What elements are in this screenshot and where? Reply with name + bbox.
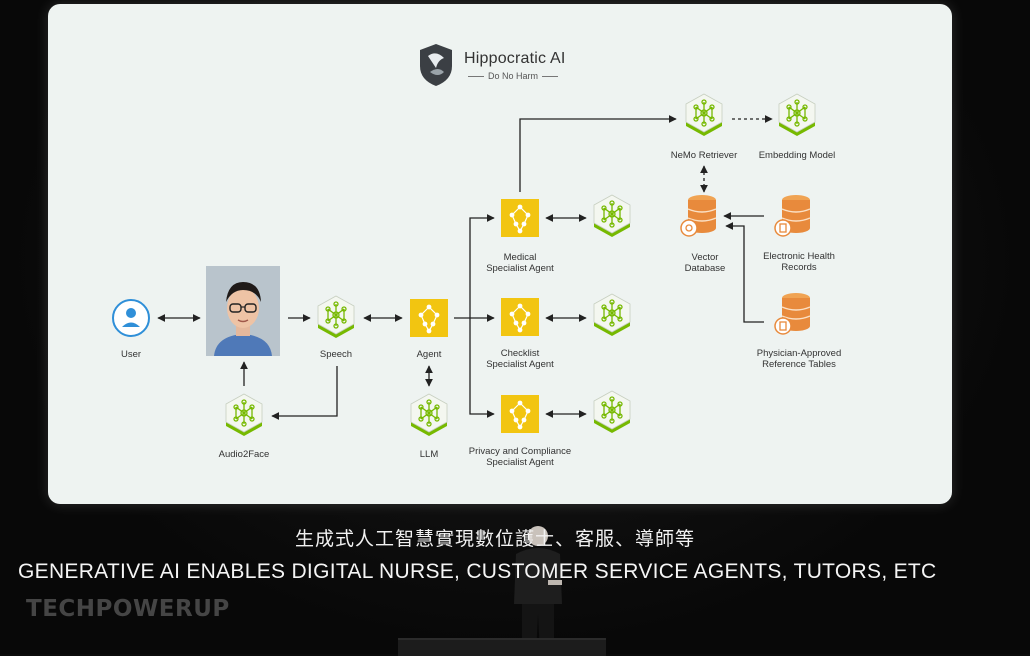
brand-tagline-row: Do No Harm	[464, 71, 562, 81]
label-line: Specialist Agent	[486, 359, 554, 370]
watermark-logo: TECHPOWERUP	[26, 596, 230, 622]
agent-label: Agent	[416, 349, 442, 360]
vector-db-label: Vector Database	[665, 252, 745, 274]
database-icon	[680, 195, 717, 237]
privacy-model-node	[592, 389, 632, 440]
label-line: Physician-Approved	[756, 348, 842, 359]
brand-tagline: Do No Harm	[488, 71, 539, 81]
label-line: Vector	[691, 252, 719, 263]
subtitle-chinese: 生成式人工智慧實現數位護士、客服、導師等	[294, 529, 695, 550]
medical-agent-node	[501, 199, 539, 242]
audio2face-node	[224, 392, 264, 443]
nvidia-model-icon	[225, 393, 263, 436]
brand-logo: Hippocratic AI Do No Harm	[416, 38, 616, 94]
medical-agent-label: Medical Specialist Agent	[460, 252, 580, 274]
label-line: Privacy and Compliance	[468, 446, 572, 457]
nvidia-model-icon	[593, 293, 631, 336]
embedding-model-node	[777, 92, 817, 143]
checklist-agent-label: Checklist Specialist Agent	[460, 348, 580, 370]
physician-label: Physician-Approved Reference Tables	[734, 348, 864, 370]
label-line: Checklist	[500, 348, 540, 359]
nvidia-model-icon	[410, 393, 448, 436]
nvidia-model-icon	[778, 93, 816, 136]
shield-icon	[420, 44, 452, 86]
label-line: Specialist Agent	[486, 263, 554, 274]
nemo-retriever-node	[684, 92, 724, 143]
nvidia-model-icon	[317, 295, 355, 338]
stage-podium	[398, 638, 606, 656]
checklist-model-node	[592, 292, 632, 343]
label-line: Database	[684, 263, 726, 274]
privacy-agent-node	[501, 395, 539, 438]
presenter	[514, 526, 562, 654]
user-node	[111, 298, 151, 343]
label-line: Records	[781, 262, 817, 273]
user-icon	[112, 299, 150, 337]
ehr-label: Electronic Health Records	[744, 251, 854, 273]
speech-node	[316, 294, 356, 345]
privacy-agent-label: Privacy and Compliance Specialist Agent	[450, 446, 590, 468]
vector-db-node	[680, 194, 720, 243]
label-line: Electronic Health	[763, 251, 835, 262]
digital-nurse-avatar	[206, 266, 280, 356]
avatar-portrait	[206, 266, 280, 356]
llm-node	[409, 392, 449, 443]
label-line: Medical	[503, 252, 537, 263]
connector-lines	[157, 115, 773, 420]
nvidia-model-icon	[593, 390, 631, 433]
label-line: Specialist Agent	[486, 457, 554, 468]
nvidia-model-icon	[593, 194, 631, 237]
agent-icon	[501, 395, 539, 433]
database-icon	[774, 293, 811, 335]
subtitle-english: GENERATIVE AI ENABLES DIGITAL NURSE, CUS…	[18, 560, 937, 583]
ehr-db-node	[774, 194, 814, 243]
physician-db-node	[774, 292, 814, 341]
agent-icon	[410, 299, 448, 337]
checklist-agent-node	[501, 298, 539, 341]
nvidia-model-icon	[685, 93, 723, 136]
database-icon	[774, 195, 811, 237]
agent-node	[410, 299, 448, 342]
user-label: User	[120, 349, 142, 360]
medical-model-node	[592, 193, 632, 244]
agent-icon	[501, 298, 539, 336]
llm-label: LLM	[419, 449, 439, 460]
label-line: Reference Tables	[762, 359, 836, 370]
brand-name: Hippocratic AI	[464, 50, 566, 67]
audio2face-label: Audio2Face	[218, 449, 270, 460]
speech-label: Speech	[319, 349, 353, 360]
projection-screen: Hippocratic AI Do No Harm	[48, 4, 952, 504]
agent-icon	[501, 199, 539, 237]
embedding-model-label: Embedding Model	[758, 150, 836, 161]
nemo-retriever-label: NeMo Retriever	[670, 150, 738, 161]
